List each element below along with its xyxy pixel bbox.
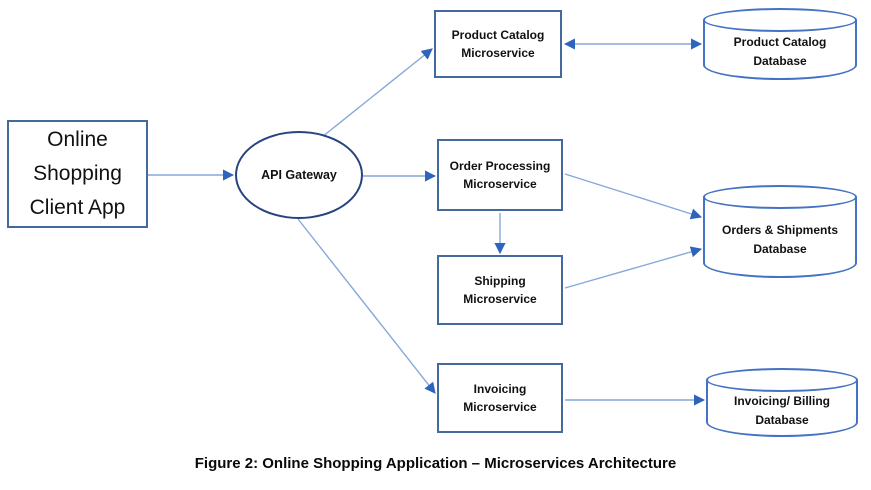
arrow-gateway-to-product-catalog-ms xyxy=(321,48,433,138)
order-processing-microservice-label: Order Processing Microservice xyxy=(449,159,551,191)
figure-caption: Figure 2: Online Shopping Application – … xyxy=(194,455,677,472)
invoicing-billing-database-label: Invoicing/ Billing Database xyxy=(734,393,830,427)
invoicing-microservice-node: Invoicing Microservice xyxy=(437,363,563,433)
product-catalog-database-node: Product Catalog Database xyxy=(703,8,857,80)
shipping-microservice-node: Shipping Microservice xyxy=(437,255,563,325)
arrow-order-processing-to-orders-db xyxy=(564,173,703,220)
arrow-shipping-to-orders-db xyxy=(564,246,703,289)
arrow-gateway-to-invoicing-ms xyxy=(297,218,436,394)
shipping-microservice-label: Shipping Microservice xyxy=(463,274,537,306)
client-app-label: Online Shopping Client App xyxy=(29,128,126,219)
client-app-node: Online Shopping Client App xyxy=(7,120,148,228)
invoicing-billing-database-node: Invoicing/ Billing Database xyxy=(706,368,858,437)
order-processing-microservice-node: Order Processing Microservice xyxy=(437,139,563,211)
orders-shipments-database-label: Orders & Shipments Database xyxy=(721,222,839,256)
api-gateway-node: API Gateway xyxy=(235,131,363,219)
api-gateway-label: API Gateway xyxy=(261,168,337,182)
product-catalog-database-label: Product Catalog Database xyxy=(733,35,827,68)
orders-shipments-database-node: Orders & Shipments Database xyxy=(703,185,857,278)
invoicing-microservice-label: Invoicing Microservice xyxy=(463,382,537,414)
product-catalog-microservice-label: Product Catalog Microservice xyxy=(451,28,545,60)
product-catalog-microservice-node: Product Catalog Microservice xyxy=(434,10,562,78)
